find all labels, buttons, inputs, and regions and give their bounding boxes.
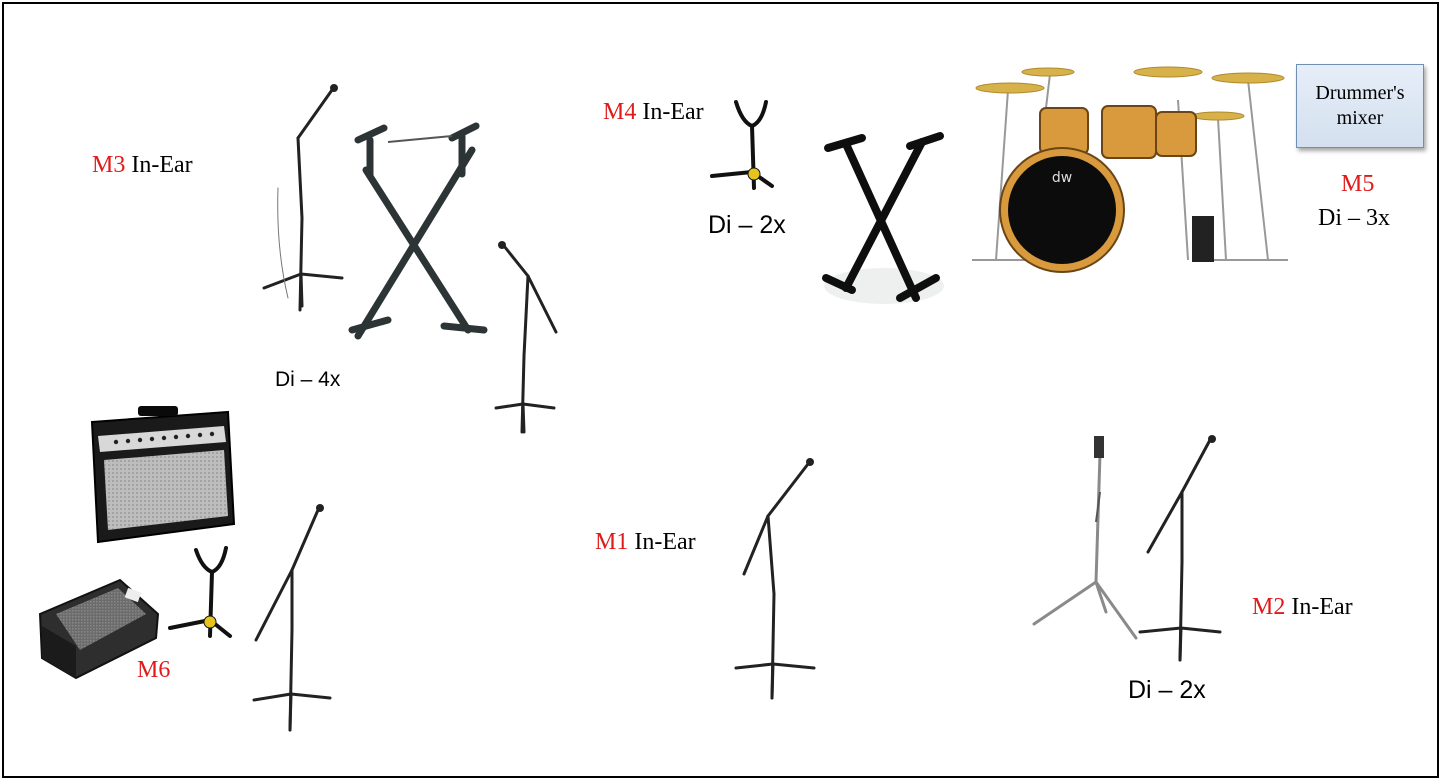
mic-stand-icon [1138, 435, 1222, 662]
mic-stand-icon [734, 458, 816, 700]
drum-kit-icon: dw [972, 66, 1288, 273]
svg-text:dw: dw [1052, 170, 1072, 186]
m2-label: M2 In-Ear [1252, 594, 1353, 620]
m5-di-label: Di – 3x [1318, 205, 1390, 231]
mic-stand-icon [252, 504, 332, 732]
di-right-label: Di – 2x [1128, 676, 1206, 704]
m5-label: M5 [1341, 171, 1375, 197]
sax-stand-icon [710, 100, 774, 190]
di-keys-label: Di – 4x [275, 368, 341, 391]
mic-stand-icon [494, 241, 558, 434]
cymbal-stand-icon [1032, 436, 1138, 640]
floor-monitor-icon [38, 578, 160, 680]
m1-label: M1 In-Ear [595, 529, 696, 555]
drummers-mixer-box: Drummer's mixer [1296, 64, 1424, 148]
keyboard-stand-icon [348, 122, 488, 340]
sax-stand-icon [168, 546, 232, 638]
keyboard-stand-icon [822, 132, 944, 304]
mic-stand-icon [262, 84, 344, 312]
m6-label: M6 [137, 657, 171, 683]
m4-label: M4 In-Ear [603, 99, 704, 125]
di-center-label: Di – 2x [708, 211, 786, 239]
guitar-amp-icon [90, 406, 236, 544]
m3-label: M3 In-Ear [92, 152, 193, 178]
